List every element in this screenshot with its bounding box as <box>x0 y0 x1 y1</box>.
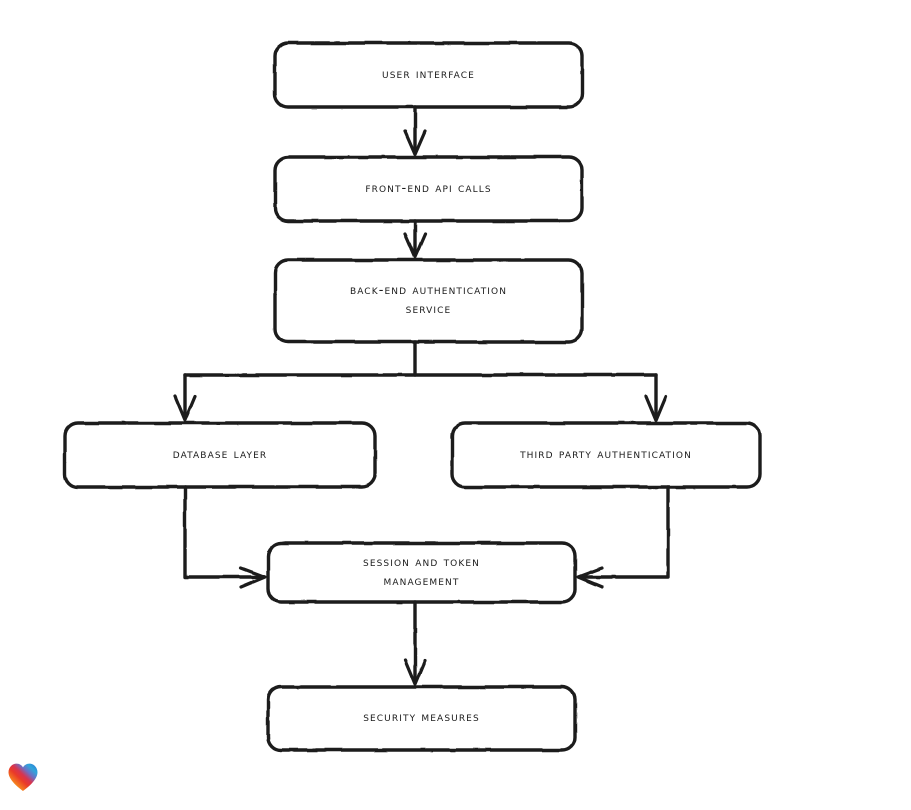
node-third-party-authentication[interactable] <box>450 421 762 489</box>
node-security-measures[interactable] <box>266 685 577 752</box>
node-session-and-token-management[interactable] <box>266 541 577 604</box>
edge-backend-to-thirdparty <box>644 373 668 422</box>
node-database-layer[interactable] <box>63 421 377 489</box>
edge-backend-split-bus <box>183 340 658 377</box>
edge-thirdparty-to-session <box>576 485 670 589</box>
edge-ui-to-api <box>403 105 427 156</box>
gradient-heart-icon <box>7 762 39 792</box>
node-user-interface[interactable] <box>273 41 584 109</box>
edge-session-to-security <box>403 600 427 686</box>
edge-backend-to-database <box>173 373 197 422</box>
node-front-end-api-calls[interactable] <box>273 155 584 223</box>
node-back-end-authentication-service[interactable] <box>273 258 584 344</box>
edge-api-to-backend <box>403 219 427 259</box>
edge-database-to-session <box>183 485 267 589</box>
